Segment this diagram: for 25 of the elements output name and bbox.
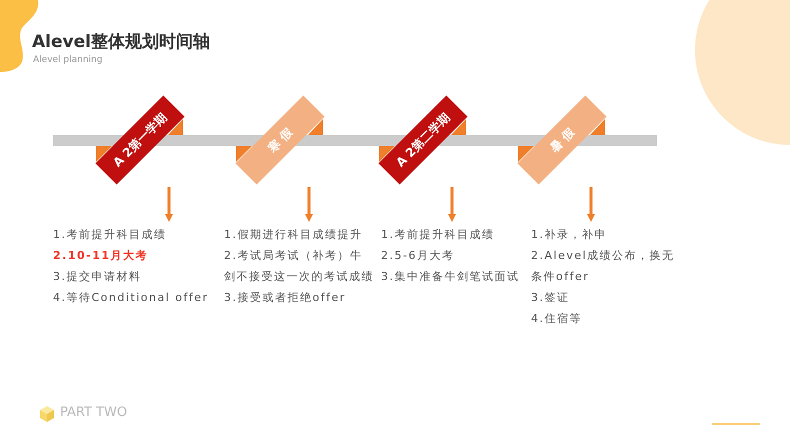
list-item: 3.提交申请材料 <box>53 269 142 285</box>
list-item: 2.Alevel成绩公布，换无条件offer <box>531 248 676 285</box>
ribbon-label: 暑 假 <box>517 95 607 185</box>
list-item: 3.集中准备牛剑笔试面试 <box>381 269 520 285</box>
arrow <box>448 187 456 222</box>
ribbon-label: A 2第二学期 <box>378 95 468 185</box>
list-item: 2.10-11月大考 <box>53 248 150 264</box>
list-item: 1.考前提升科目成绩 <box>381 227 496 243</box>
ribbon-label: A 2第一学期 <box>95 95 185 185</box>
arrow <box>587 187 595 222</box>
list-item: 4.住宿等 <box>531 311 583 327</box>
title: Alevel整体规划时间轴 <box>32 31 210 53</box>
list-item: 2.考试局考试（补考）牛剑不接受这一次的考试成绩 <box>224 248 374 285</box>
list-item: 1.假期进行科目成绩提升 <box>224 227 364 243</box>
list-item: 3.签证 <box>531 290 570 306</box>
section-label: PART TWO <box>60 405 128 420</box>
ribbon-label: 寒 假 <box>235 95 325 185</box>
list-item: 1.补录，补申 <box>531 227 608 243</box>
list-item: 3.接受或者拒绝offer <box>224 290 347 306</box>
arrow <box>165 187 173 222</box>
list-item: 1.考前提升科目成绩 <box>53 227 168 243</box>
list-item: 4.等待Conditional offer <box>53 290 210 306</box>
arrow <box>305 187 313 222</box>
subtitle: Alevel planning <box>33 55 102 65</box>
list-item: 2.5-6月大考 <box>381 248 456 264</box>
